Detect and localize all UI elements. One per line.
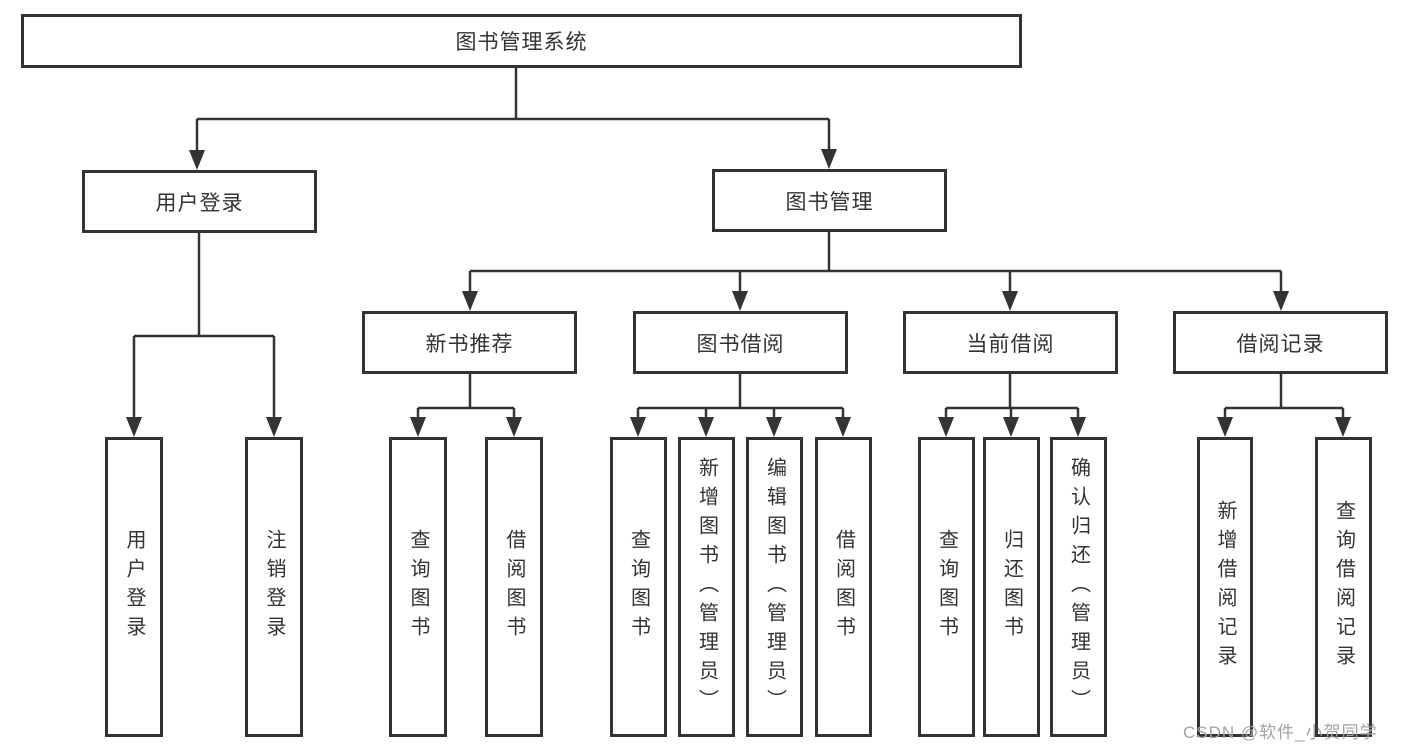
leaf-add-book-admin: 新增图书（管理员）	[678, 437, 735, 737]
leaf-label: 新增图书（管理员）	[695, 456, 718, 718]
node-label: 借阅记录	[1236, 332, 1325, 356]
leaf-label: 注销登录	[263, 529, 285, 645]
leaf-confirm-return-admin: 确认归还（管理员）	[1050, 437, 1107, 737]
leaf-label: 查询借阅记录	[1332, 500, 1355, 674]
leaf-query-book-3: 查询图书	[918, 437, 975, 737]
node-label: 新书推荐	[425, 332, 514, 356]
leaf-label: 查询图书	[627, 529, 650, 645]
leaf-label: 编辑图书（管理员）	[763, 456, 786, 718]
node-user-login: 用户登录	[82, 170, 317, 233]
leaf-label: 用户登录	[123, 529, 145, 645]
leaf-label: 查询图书	[935, 529, 958, 645]
leaf-label: 查询图书	[407, 529, 429, 645]
leaf-logout: 注销登录	[245, 437, 303, 737]
leaf-borrow-book-1: 借阅图书	[485, 437, 543, 737]
leaf-label: 确认归还（管理员）	[1067, 456, 1090, 718]
node-current-borrow: 当前借阅	[903, 311, 1118, 374]
leaf-label: 借阅图书	[832, 529, 855, 645]
node-label: 图书管理系统	[455, 31, 588, 54]
leaf-add-borrow-record: 新增借阅记录	[1197, 437, 1253, 737]
leaf-label: 新增借阅记录	[1214, 500, 1236, 674]
leaf-edit-book-admin: 编辑图书（管理员）	[746, 437, 803, 737]
leaf-borrow-book-2: 借阅图书	[815, 437, 872, 737]
leaf-label: 归还图书	[1000, 529, 1023, 645]
node-label: 图书借阅	[696, 332, 785, 356]
leaf-query-book-2: 查询图书	[610, 437, 667, 737]
csdn-watermark: CSDN @软件_小贺同学	[1183, 723, 1378, 742]
node-book-management: 图书管理	[712, 169, 947, 232]
node-label: 用户登录	[155, 191, 244, 215]
leaf-return-book: 归还图书	[983, 437, 1040, 737]
node-label: 当前借阅	[966, 332, 1055, 356]
leaf-query-book-1: 查询图书	[389, 437, 447, 737]
node-root-system: 图书管理系统	[21, 14, 1022, 68]
node-book-borrow: 图书借阅	[633, 311, 848, 374]
node-new-book-recommend: 新书推荐	[362, 311, 577, 374]
leaf-user-login: 用户登录	[105, 437, 163, 737]
leaf-query-borrow-record: 查询借阅记录	[1315, 437, 1372, 737]
leaf-label: 借阅图书	[503, 529, 525, 645]
node-borrow-records: 借阅记录	[1173, 311, 1388, 374]
node-label: 图书管理	[785, 190, 874, 214]
